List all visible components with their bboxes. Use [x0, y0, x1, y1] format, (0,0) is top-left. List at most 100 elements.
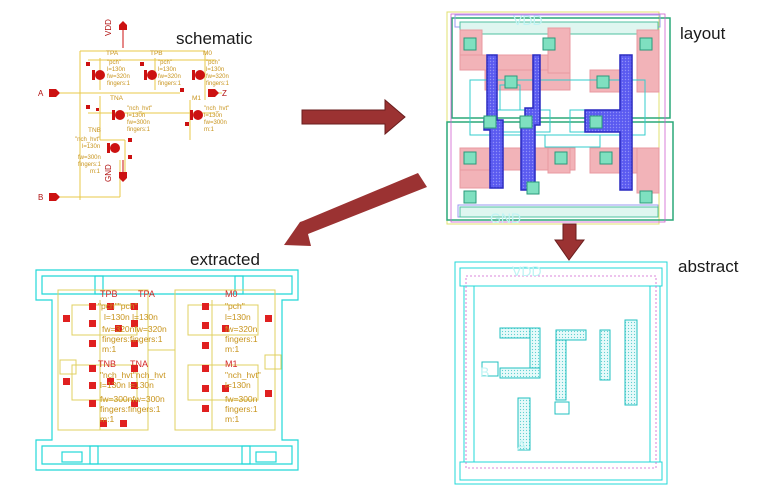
svg-text:l=130n l=130n: l=130n l=130n	[100, 380, 154, 390]
abstract-a-label: A	[517, 437, 527, 453]
flow-arrows	[284, 100, 584, 260]
abstract-pins	[499, 319, 638, 451]
svg-text:fw=300n: fw=300n	[78, 155, 101, 161]
svg-text:"nch_hvt": "nch_hvt"	[204, 106, 229, 112]
svg-text:l=130n: l=130n	[127, 113, 145, 119]
svg-text:fw=320n: fw=320n	[158, 74, 181, 80]
layout-pwell	[446, 121, 674, 221]
layout-vdd-label: VDD	[513, 12, 543, 28]
abstract-panel: abstract VDD B A	[454, 257, 739, 485]
extracted-wires	[57, 289, 282, 431]
svg-text:l=130n l=130n: l=130n l=130n	[104, 312, 158, 322]
svg-text:fw=320nfw=320n: fw=320nfw=320n	[102, 324, 167, 334]
svg-text:l=130n: l=130n	[107, 67, 125, 73]
svg-text:"pch": "pch"	[158, 60, 172, 66]
svg-text:fingers:fingers:1: fingers:fingers:1	[100, 404, 161, 414]
schematic-z-pin: Z	[208, 89, 227, 98]
extracted-m0-label: M0	[225, 289, 238, 299]
extracted-tnb-label: TNB	[98, 359, 116, 369]
svg-text:TPA: TPA	[106, 50, 119, 57]
svg-text:fw=300n: fw=300n	[225, 394, 258, 404]
svg-text:M1: M1	[192, 95, 201, 102]
svg-text:l=130n: l=130n	[204, 113, 222, 119]
schematic-vdd-label: VDD	[104, 19, 113, 36]
svg-text:m:1: m:1	[100, 414, 114, 424]
extracted-caption: extracted	[190, 250, 260, 269]
abstract-vdd-label: VDD	[512, 263, 542, 279]
schematic-caption: schematic	[176, 29, 253, 48]
svg-text:fingers:1: fingers:1	[78, 162, 102, 168]
svg-text:m:1: m:1	[102, 344, 116, 354]
svg-text:TPB: TPB	[150, 50, 163, 57]
transistor-tna: TNA "nch_hvt" l=130n fw=300n fingers:1	[110, 95, 152, 133]
extracted-tpb-label: TPB	[100, 289, 118, 299]
abstract-caption: abstract	[678, 257, 739, 276]
svg-text:m:1: m:1	[90, 169, 101, 175]
svg-text:l=130n: l=130n	[225, 312, 251, 322]
layout-panel: layout VDD GND	[446, 11, 726, 226]
svg-text:fw=320n: fw=320n	[225, 324, 258, 334]
arrow-schematic-to-layout	[302, 100, 405, 134]
abstract-outline	[454, 261, 668, 485]
transistor-tpb: TPB "pch" l=130n fw=320n fingers:1	[144, 50, 182, 87]
svg-text:l=130n: l=130n	[158, 67, 176, 73]
flow-arrow-outlines	[301, 98, 585, 261]
svg-text:fingers:1: fingers:1	[225, 404, 258, 414]
schematic-b-pin: B	[38, 193, 60, 202]
schematic-a-label: A	[38, 89, 44, 98]
extracted-panel: extracted	[35, 250, 299, 471]
svg-text:"nch_hvt": "nch_hvt"	[127, 106, 152, 112]
svg-text:M0: M0	[203, 50, 212, 57]
schematic-panel: schematic VDD	[38, 19, 253, 202]
layout-contacts	[463, 37, 653, 204]
arrow-layout-to-abstract	[555, 224, 584, 260]
svg-text:"pch": "pch"	[107, 60, 121, 66]
svg-text:fw=300n: fw=300n	[127, 120, 150, 126]
layout-gnd-label: GND	[490, 210, 521, 226]
schematic-gnd-pin: GND	[104, 160, 127, 182]
svg-text:l=130n: l=130n	[225, 380, 251, 390]
extracted-m1-label: M1	[225, 359, 238, 369]
svg-text:fingers:fingers:1: fingers:fingers:1	[102, 334, 163, 344]
transistor-m1: M1 "nch_hvt" l=130n fw=300n m:1	[190, 95, 229, 133]
svg-text:"pch""pch": "pch""pch"	[98, 301, 137, 311]
svg-text:m:1: m:1	[225, 344, 239, 354]
schematic-b-label: B	[38, 193, 43, 202]
extracted-tpa-label: TPA	[138, 289, 155, 299]
svg-text:TNA: TNA	[110, 95, 124, 102]
svg-text:fingers:1: fingers:1	[206, 81, 230, 87]
svg-text:fingers:1: fingers:1	[107, 81, 131, 87]
extracted-markers	[63, 303, 272, 427]
svg-text:"pch": "pch"	[206, 60, 220, 66]
abstract-b-label: B	[480, 364, 489, 380]
transistor-tpa: TPA "pch" l=130n fw=320n fingers:1	[92, 50, 131, 87]
svg-text:fingers:1: fingers:1	[127, 127, 151, 133]
extracted-outline	[35, 269, 299, 471]
schematic-transistors: TPA "pch" l=130n fw=320n fingers:1 TPB "…	[75, 50, 230, 175]
svg-text:l=130n: l=130n	[82, 144, 100, 150]
svg-text:m:1: m:1	[225, 414, 239, 424]
svg-text:fw=320n: fw=320n	[107, 74, 130, 80]
svg-text:m:1: m:1	[204, 127, 215, 133]
extracted-tna-label: TNA	[130, 359, 148, 369]
svg-text:fingers:1: fingers:1	[158, 81, 182, 87]
svg-text:fw=300nfw=300n: fw=300nfw=300n	[100, 394, 165, 404]
schematic-z-label: Z	[222, 89, 227, 98]
svg-text:fingers:1: fingers:1	[225, 334, 258, 344]
svg-text:fw=300n: fw=300n	[204, 120, 227, 126]
layout-nwell	[451, 17, 671, 119]
svg-text:"nch_hvt"nch_hvt: "nch_hvt"nch_hvt	[100, 370, 166, 380]
svg-text:fw=320n: fw=320n	[206, 74, 229, 80]
transistor-tnb: TNB "nch_hvt" l=130n fw=300n fingers:1 m…	[75, 127, 120, 175]
layout-caption: layout	[680, 24, 726, 43]
svg-text:"pch": "pch"	[225, 301, 245, 311]
svg-text:"nch_hvt": "nch_hvt"	[225, 370, 261, 380]
svg-text:l=130n: l=130n	[206, 67, 224, 73]
transistor-m0: M0 "pch" l=130n fw=320n fingers:1	[192, 50, 230, 87]
svg-text:"nch_hvt": "nch_hvt"	[75, 137, 100, 143]
schematic-vdd-pin: VDD	[104, 19, 127, 48]
schematic-a-pin: A	[38, 89, 60, 98]
schematic-gnd-label: GND	[104, 164, 113, 182]
